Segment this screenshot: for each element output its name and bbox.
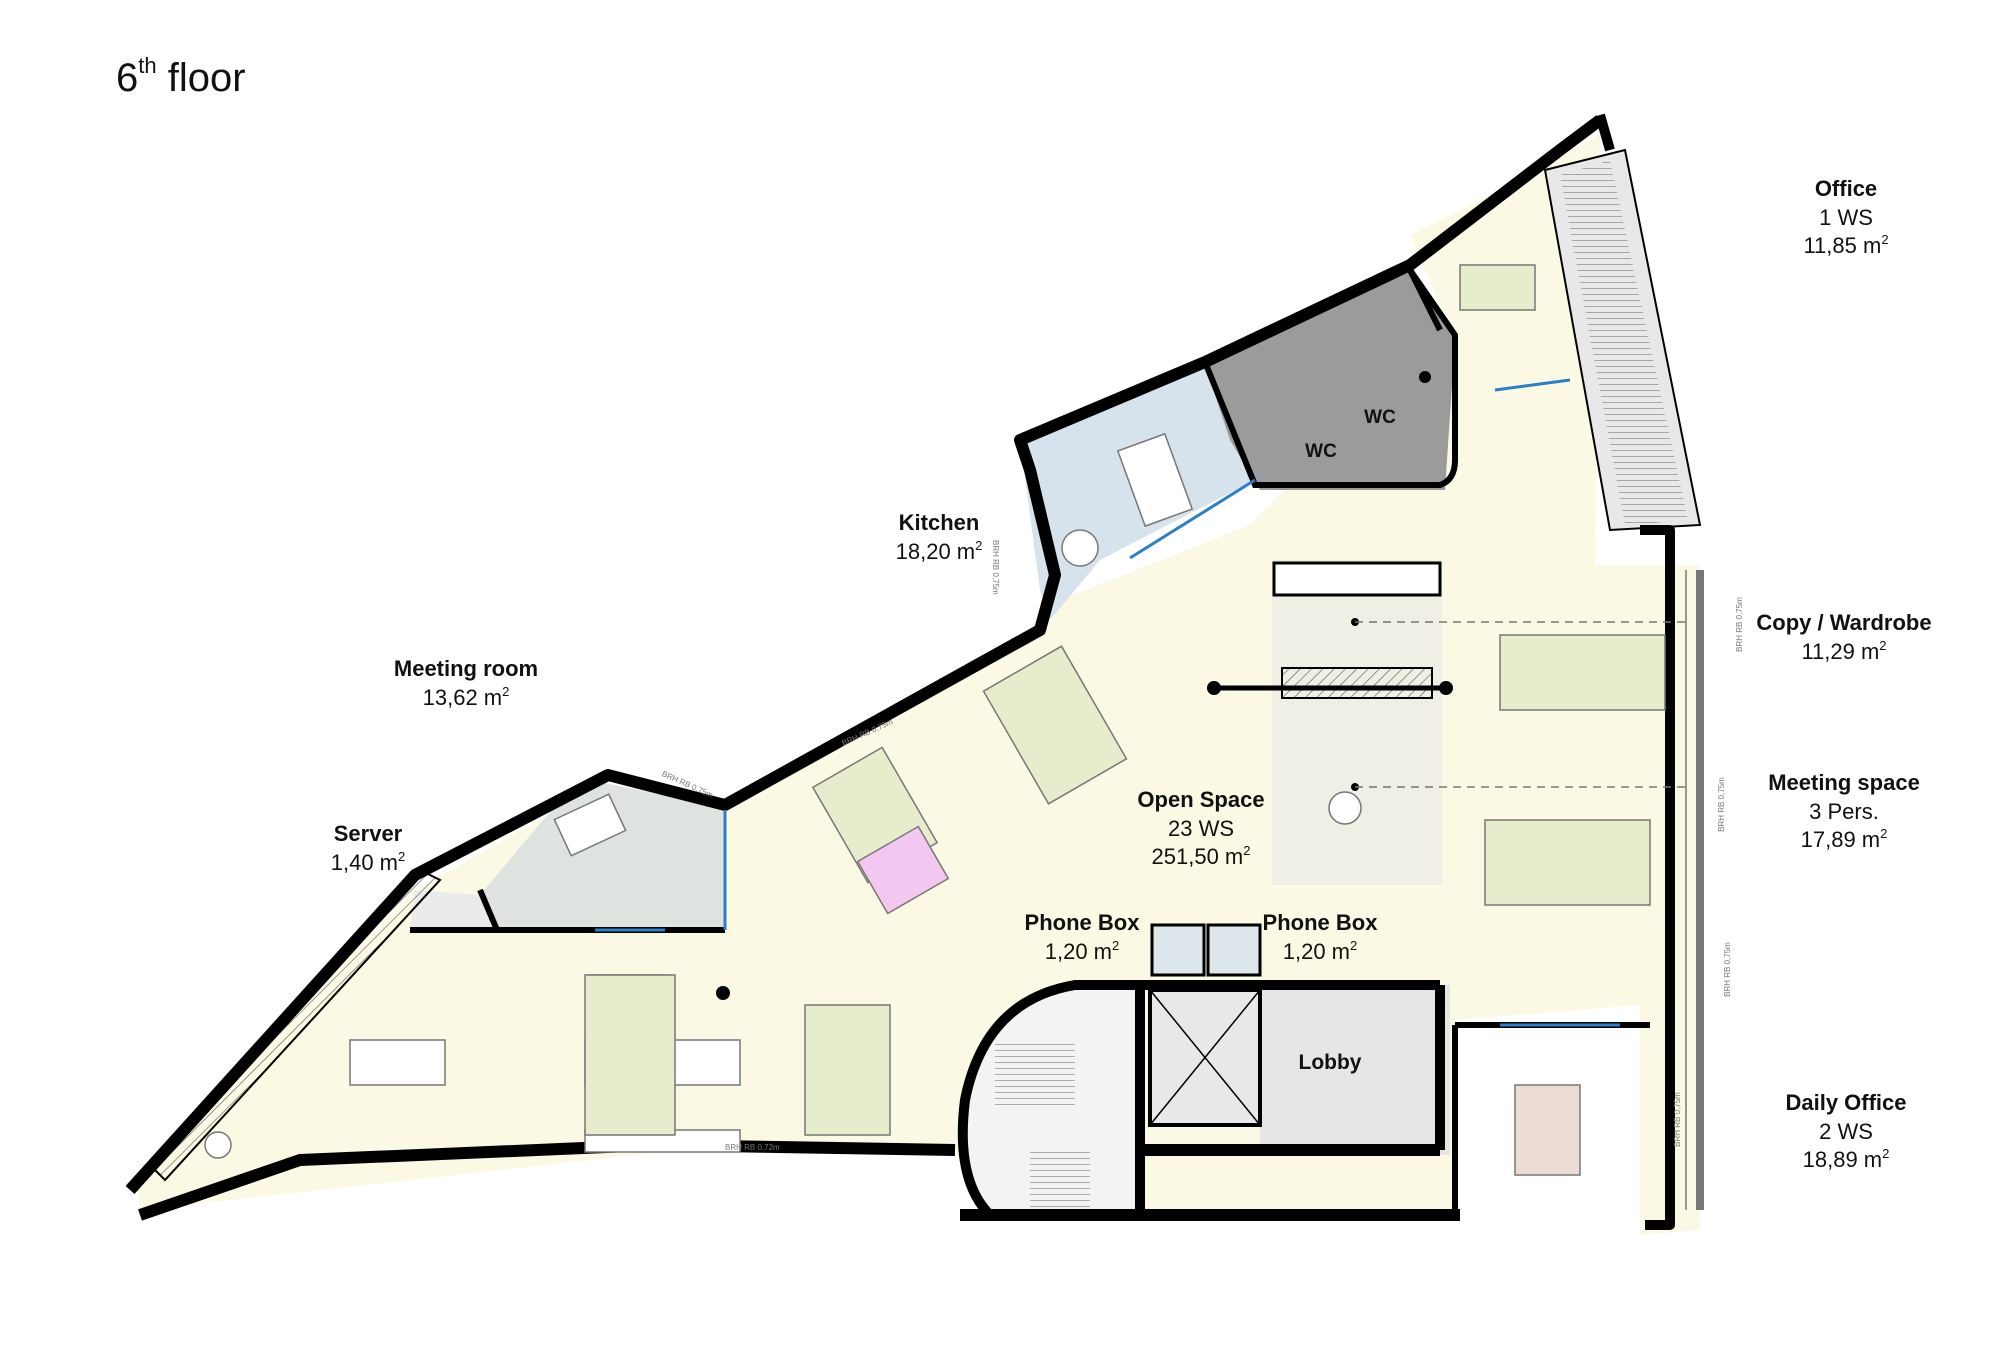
label-meeting-space: Meeting space 3 Pers. 17,89 m2 [1768,770,1920,853]
brh-note-bottom: BRH RB 0,72m [725,1143,780,1152]
open-table [349,1039,446,1086]
label-kitchen: Kitchen 18,20 m2 [895,510,983,564]
phone-box-right-shape [1206,923,1262,977]
open-space-floor [135,135,1700,1235]
label-open-space: Open Space 23 WS 251,50 m2 [1137,787,1265,870]
label-phone-box-left: Phone Box 1,20 m2 [1024,910,1140,964]
wardrobe-unit [1281,667,1433,699]
outer-walls [125,113,1675,1230]
copy-counter [1272,561,1442,597]
brh-note-right: BRH RB 0,75m [1722,942,1732,997]
meeting-room-table [553,793,627,857]
kitchen-table [1116,432,1194,528]
brh-note-copy: BRH RB 0,75m [1734,597,1744,652]
brh-note-space: BRH RB 0,75m [1716,777,1726,832]
label-lobby: Lobby [1298,1051,1362,1074]
label-office: Office 1 WS 11,85 m2 [1803,176,1889,259]
label-copy-wardrobe: Copy / Wardrobe 11,29 m2 [1756,610,1932,664]
label-daily-office: Daily Office 2 WS 18,89 m2 [1785,1090,1907,1173]
server-area [410,890,497,930]
label-meeting-room: Meeting room 13,62 m2 [393,656,539,710]
lobby-area [1260,985,1450,1155]
brh-note-daily: BRH RB 0,75m [1672,1092,1682,1147]
door-lines [595,378,1620,1027]
meeting-room-area [480,783,725,930]
label-wc-2: WC [1364,407,1396,428]
page-title: 6th floor [116,53,246,101]
rotated-desks [811,645,1128,915]
brh-note-kitchen: BRH RB 0,75m [991,540,1000,595]
label-server: Server 1,40 m2 [330,821,406,875]
label-phone-box-right: Phone Box 1,20 m2 [1262,910,1378,964]
copy-zone [1272,560,1442,885]
label-wc-1: WC [1305,441,1337,462]
wc-area [1205,270,1455,490]
phone-box-left-shape [1150,923,1206,977]
desk-clusters [584,264,1666,1176]
